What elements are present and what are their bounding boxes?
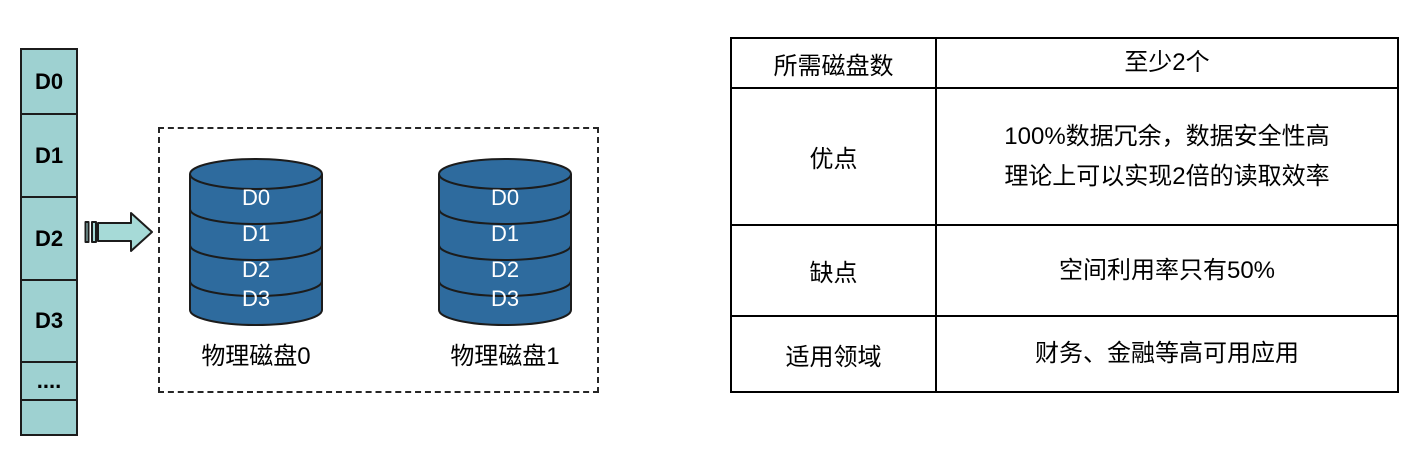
logical-block-label: D1	[34, 142, 64, 168]
table-row: 优点 100%数据冗余，数据安全性高 理论上可以实现2倍的读取效率	[732, 87, 1397, 224]
logical-block: D3	[20, 279, 78, 363]
row-value-cell: 100%数据冗余，数据安全性高 理论上可以实现2倍的读取效率	[937, 89, 1397, 224]
disk-body	[438, 174, 572, 326]
disk-segment-label: D1	[491, 221, 519, 246]
logical-block-label: ....	[36, 368, 62, 393]
logical-block-label: D3	[34, 308, 64, 333]
disk-divider	[189, 280, 323, 297]
disk-segment-label: D2	[242, 257, 270, 282]
logical-block-label: D0	[34, 68, 64, 94]
raid1-info-table: 所需磁盘数 至少2个 优点 100%数据冗余，数据安全性高 理论上可以实现2倍的…	[730, 37, 1399, 393]
table-row: 缺点 空间利用率只有50%	[732, 224, 1397, 315]
disk-divider	[438, 208, 572, 225]
logical-block: ....	[20, 361, 78, 401]
disk-top	[189, 158, 323, 190]
row-value-line: 至少2个	[1124, 49, 1210, 76]
disk-name-label: 物理磁盘1	[450, 343, 560, 370]
disk-segment-label: D3	[242, 286, 270, 311]
disk-segment-label: D0	[242, 185, 270, 210]
logical-block-empty	[20, 399, 78, 436]
disk-top	[438, 158, 572, 190]
arrow-body	[97, 212, 153, 252]
row-value-cell: 财务、金融等高可用应用	[937, 317, 1397, 391]
disk-segment-label: D3	[491, 286, 519, 311]
row-value-line: 理论上可以实现2倍的读取效率	[1004, 162, 1330, 190]
disk-divider	[189, 208, 323, 225]
row-header-cell: 优点	[732, 89, 937, 224]
table-row: 适用领域 财务、金融等高可用应用	[732, 315, 1397, 391]
logical-volume-column: D0 D1 D2 D3 ....	[20, 48, 78, 436]
disk-body	[189, 174, 323, 326]
row-value-line: 100%数据冗余，数据安全性高	[1004, 122, 1330, 150]
table-row: 所需磁盘数 至少2个	[732, 39, 1397, 87]
row-value-cell: 至少2个	[937, 39, 1397, 87]
disk-segment-label: D0	[491, 185, 519, 210]
disk-cylinder-0: D0 D1 D2 D3	[189, 158, 323, 326]
logical-block-label: D2	[34, 225, 64, 251]
row-value-line: 空间利用率只有50%	[1058, 256, 1276, 284]
disk-segment-label: D2	[491, 257, 519, 282]
arrow-stripe	[91, 221, 97, 243]
disk-divider	[438, 244, 572, 261]
row-header-cell: 缺点	[732, 226, 937, 315]
disk-divider	[438, 280, 572, 297]
row-value-cell: 空间利用率只有50%	[937, 226, 1397, 315]
logical-block: D0	[20, 48, 78, 115]
row-value-line: 财务、金融等高可用应用	[1035, 340, 1299, 367]
disk-divider	[189, 244, 323, 261]
raid-group-dashed-box	[158, 127, 599, 393]
disk-cylinder-1: D0 D1 D2 D3	[438, 158, 572, 326]
logical-block: D2	[20, 196, 78, 281]
striped-right-arrow-icon	[84, 212, 153, 252]
row-header-cell: 所需磁盘数	[732, 39, 937, 87]
disk-name-label: 物理磁盘0	[201, 343, 311, 370]
arrow-stripe	[84, 221, 90, 243]
logical-block: D1	[20, 113, 78, 198]
row-header-cell: 适用领域	[732, 317, 937, 391]
disk-segment-label: D1	[242, 221, 270, 246]
